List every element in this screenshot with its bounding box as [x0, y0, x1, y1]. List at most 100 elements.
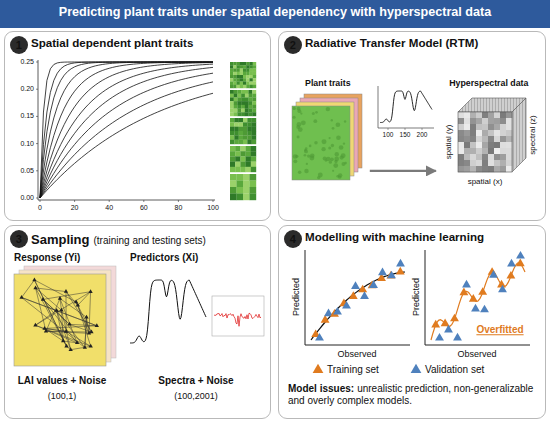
- texture-square-part: [247, 118, 252, 123]
- legend-swatch: [410, 363, 422, 375]
- texture-square-part: [239, 122, 244, 127]
- texture-square-part: [230, 85, 233, 88]
- hyperspectral-cube-part: [458, 154, 464, 160]
- hyperspectral-cube-part: [500, 118, 506, 124]
- rtm-illustration-part: [333, 163, 338, 168]
- plant-traits-stack: Plant traits: [286, 76, 370, 198]
- texture-square-part: [233, 69, 236, 72]
- texture-square-part: [253, 72, 256, 75]
- texture-square-part: [246, 85, 249, 88]
- curve-chart-part: [36, 198, 38, 199]
- curve-chart-part: [40, 62, 213, 198]
- sampling-illustration-part: [44, 329, 48, 333]
- texture-square-part: [241, 94, 245, 98]
- hyperspectral-cube-part: [488, 112, 494, 118]
- step-number: 1: [10, 36, 28, 54]
- rtm-illustration-part: [338, 176, 341, 179]
- scatter-plots-part: [431, 263, 525, 340]
- sampling-illustration-part: [89, 292, 91, 334]
- sampling-illustration-part: [75, 340, 79, 344]
- texture-square-part: [230, 69, 233, 72]
- texture-square-part: [246, 82, 249, 85]
- hyperspectral-cube-part: [506, 130, 512, 136]
- texture-square-part: [234, 135, 239, 140]
- sampling-illustration-part: [22, 280, 35, 298]
- heading-row: Sampling(training and testing sets): [31, 226, 270, 248]
- texture-square-part: [243, 194, 250, 201]
- texture-square-part: [230, 156, 235, 161]
- hyperspectral-cube-part: [470, 124, 476, 130]
- axis-tick: 0.15: [20, 112, 34, 120]
- texture-square-part: [253, 78, 256, 81]
- rtm-illustration-part: [405, 128, 406, 130]
- hyperspectral-cube-part: [506, 124, 512, 130]
- scatter-plots-part: [453, 333, 462, 341]
- scatter-plots-part: [444, 325, 453, 333]
- curve-chart-part: [40, 63, 213, 198]
- rtm-illustration-part: [326, 107, 330, 111]
- sampling-illustration-part: [36, 288, 66, 292]
- hyperspectral-cube-part: [476, 124, 482, 130]
- texture-square-part: [253, 85, 256, 88]
- scatter-plots-part: [471, 304, 480, 312]
- rtm-illustration-part: [300, 112, 302, 114]
- texture-square-part: [235, 167, 240, 172]
- texture-square-part: [239, 131, 244, 136]
- texture-square-part: [250, 75, 253, 78]
- hyperspectral-cube-part: [458, 112, 512, 172]
- texture-square-part: [243, 72, 246, 75]
- section-label: Response (Yi): [14, 252, 80, 264]
- curve-chart-part: [38, 60, 215, 200]
- scatter-plots-part: [369, 280, 378, 288]
- sampling-illustration-part: [70, 324, 97, 325]
- scatter-plots-part: [333, 307, 342, 315]
- sampling-illustration-part: [19, 295, 23, 299]
- scatter-plots-part: [311, 272, 405, 340]
- rtm-illustration-part: [328, 147, 331, 150]
- sampling-illustration-part: [36, 288, 46, 331]
- rtm-illustration-part: [295, 155, 298, 158]
- texture-square-part: [243, 75, 246, 78]
- rtm-illustration-part: [304, 149, 308, 153]
- hyperspectral-cube-part: [488, 124, 494, 130]
- rtm-illustration-part: [380, 91, 432, 122]
- texture-square-part: [249, 112, 253, 116]
- texture-square-part: [230, 105, 234, 109]
- sampling-illustration-part: [43, 299, 70, 324]
- sampling-illustration-part: [57, 310, 71, 349]
- texture-square-part: [243, 131, 248, 136]
- texture-square-part: [230, 146, 235, 151]
- texture-square-part: [249, 109, 253, 113]
- model-issues-note: Model issues:unrealistic prediction, non…: [288, 383, 540, 407]
- rtm-illustration: [292, 86, 526, 180]
- node-text: Radiative Transfer Model (RTM): [305, 32, 545, 49]
- texture-square-part: [230, 118, 235, 123]
- curve-chart-part: [40, 82, 213, 198]
- sampling-illustration-part: [89, 330, 93, 334]
- texture-square-part: [250, 72, 253, 75]
- sampling-illustration-part: [78, 305, 91, 346]
- scatter-plots-part: [305, 250, 410, 345]
- hyperspectral-cube-part: [464, 112, 470, 118]
- texture-square-part: [249, 105, 253, 109]
- axis-tick: 100: [207, 204, 219, 212]
- hyperspectral-cube-part: [476, 166, 482, 172]
- hyperspectral-cube-part: [494, 124, 500, 130]
- scatter-plots-part: [425, 250, 530, 345]
- scatter-plots-part: [459, 288, 468, 296]
- texture-square-part: [243, 174, 250, 181]
- sampling-illustration-part: [34, 280, 76, 302]
- hyperspectral-cube-part: [482, 160, 488, 166]
- texture-square-part: [243, 85, 246, 88]
- hyperspectral-cube-part: [458, 166, 464, 172]
- rtm-illustration-part: [313, 119, 317, 123]
- hyperspectral-cube-part: [494, 130, 500, 136]
- texture-square-part: [250, 187, 257, 194]
- texture-square-part: [243, 135, 248, 140]
- rtm-illustration-part: [329, 137, 331, 139]
- hyperspectral-cube-part: [458, 118, 464, 124]
- texture-square-part: [237, 94, 241, 98]
- hyperspectral-cube-part: [506, 166, 512, 172]
- texture-square-part: [230, 62, 233, 65]
- hyperspectral-cube-part: [458, 160, 464, 166]
